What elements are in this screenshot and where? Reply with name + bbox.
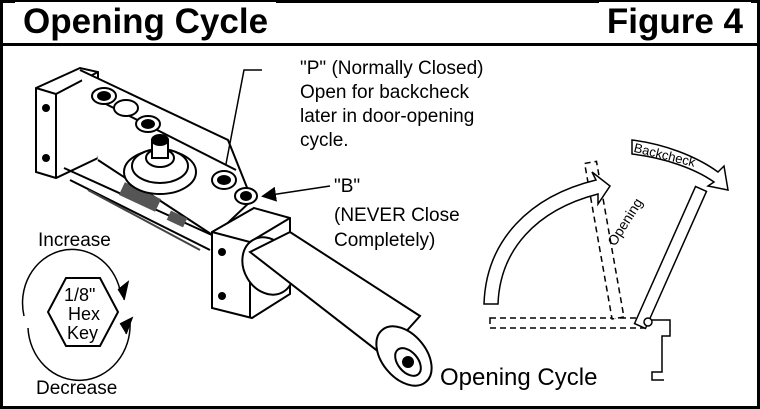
b-valve-label-line-3: Completely) — [334, 230, 436, 251]
p-valve-label-line-3: later in door-opening — [300, 106, 475, 127]
hex-key-label-line-2: Hex — [68, 304, 101, 324]
p-valve-label-line-2: Open for backcheck — [300, 82, 469, 103]
b-valve-label-line-2: (NEVER Close — [334, 205, 460, 226]
hex-key-label-line-3: Key — [67, 323, 99, 343]
opening-cycle-caption: Opening Cycle — [440, 364, 598, 391]
header-divider — [3, 43, 757, 46]
adjustment-circle-arrows — [21, 248, 134, 382]
hex-key-icon — [46, 277, 120, 347]
header: Opening Cycle Figure 4 — [3, 2, 757, 43]
figure-number: Figure 4 — [598, 2, 751, 42]
hex-key-label-line-1: 1/8" — [64, 285, 96, 305]
door-closer-illustration — [35, 66, 433, 387]
b-valve-label-line-1: "B" — [334, 176, 361, 197]
figure-title: Opening Cycle — [15, 2, 277, 42]
decrease-label: Decrease — [36, 378, 118, 399]
p-valve-label-line-1: "P" (Normally Closed) — [300, 58, 484, 79]
opening-cycle-schematic — [483, 139, 729, 381]
increase-label: Increase — [38, 230, 111, 251]
leader-lines — [225, 69, 331, 202]
p-valve-label-line-4: cycle. — [300, 130, 349, 151]
